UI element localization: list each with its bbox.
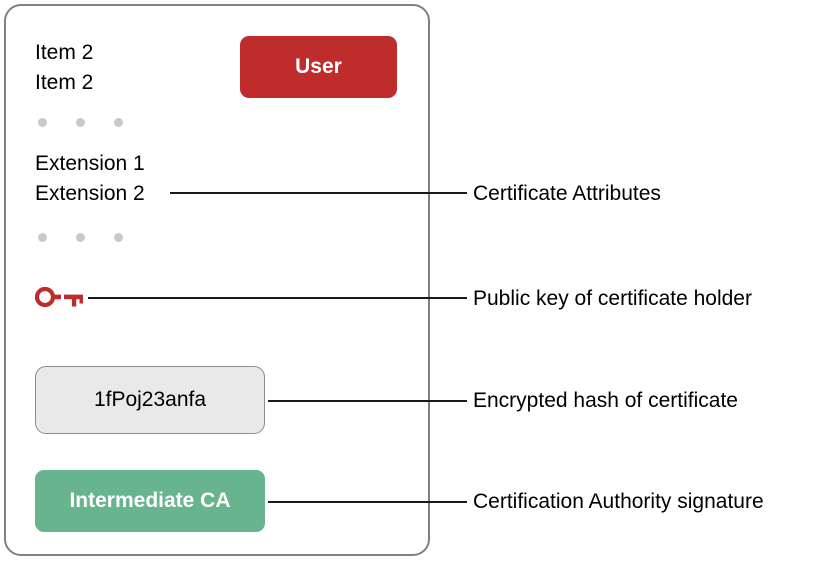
dot-4 — [38, 233, 47, 242]
leader-line-attributes — [170, 192, 467, 194]
certificate-attribute-row-2: Item 2 — [35, 71, 94, 94]
annotation-encrypted-hash: Encrypted hash of certificate — [473, 389, 738, 412]
leader-line-hash — [268, 400, 467, 402]
annotation-public-key: Public key of certificate holder — [473, 287, 752, 310]
dot-3 — [114, 118, 123, 127]
encrypted-hash-label: 1fPoj23anfa — [93, 388, 207, 411]
ellipsis-dots-extensions — [38, 233, 123, 242]
certificate-extension-row-2: Extension 2 — [35, 182, 145, 205]
certificate-extension-row-1: Extension 1 — [35, 152, 145, 175]
annotation-certificate-attributes: Certificate Attributes — [473, 182, 661, 205]
issuer-ca-label: Intermediate CA — [69, 489, 231, 512]
issuer-ca-chip[interactable]: Intermediate CA — [35, 470, 265, 532]
dot-5 — [76, 233, 85, 242]
subject-user-label: User — [295, 55, 342, 78]
certificate-attribute-row-1: Item 2 — [35, 41, 94, 64]
dot-1 — [38, 118, 47, 127]
key-icon — [34, 283, 88, 311]
encrypted-hash-chip[interactable]: 1fPoj23anfa — [35, 366, 265, 434]
annotation-ca-signature: Certification Authority signature — [473, 490, 764, 513]
leader-line-signature — [268, 501, 467, 503]
dot-2 — [76, 118, 85, 127]
dot-6 — [114, 233, 123, 242]
subject-user-chip[interactable]: User — [240, 36, 397, 98]
ellipsis-dots-attributes — [38, 118, 123, 127]
leader-line-public-key — [88, 297, 467, 299]
